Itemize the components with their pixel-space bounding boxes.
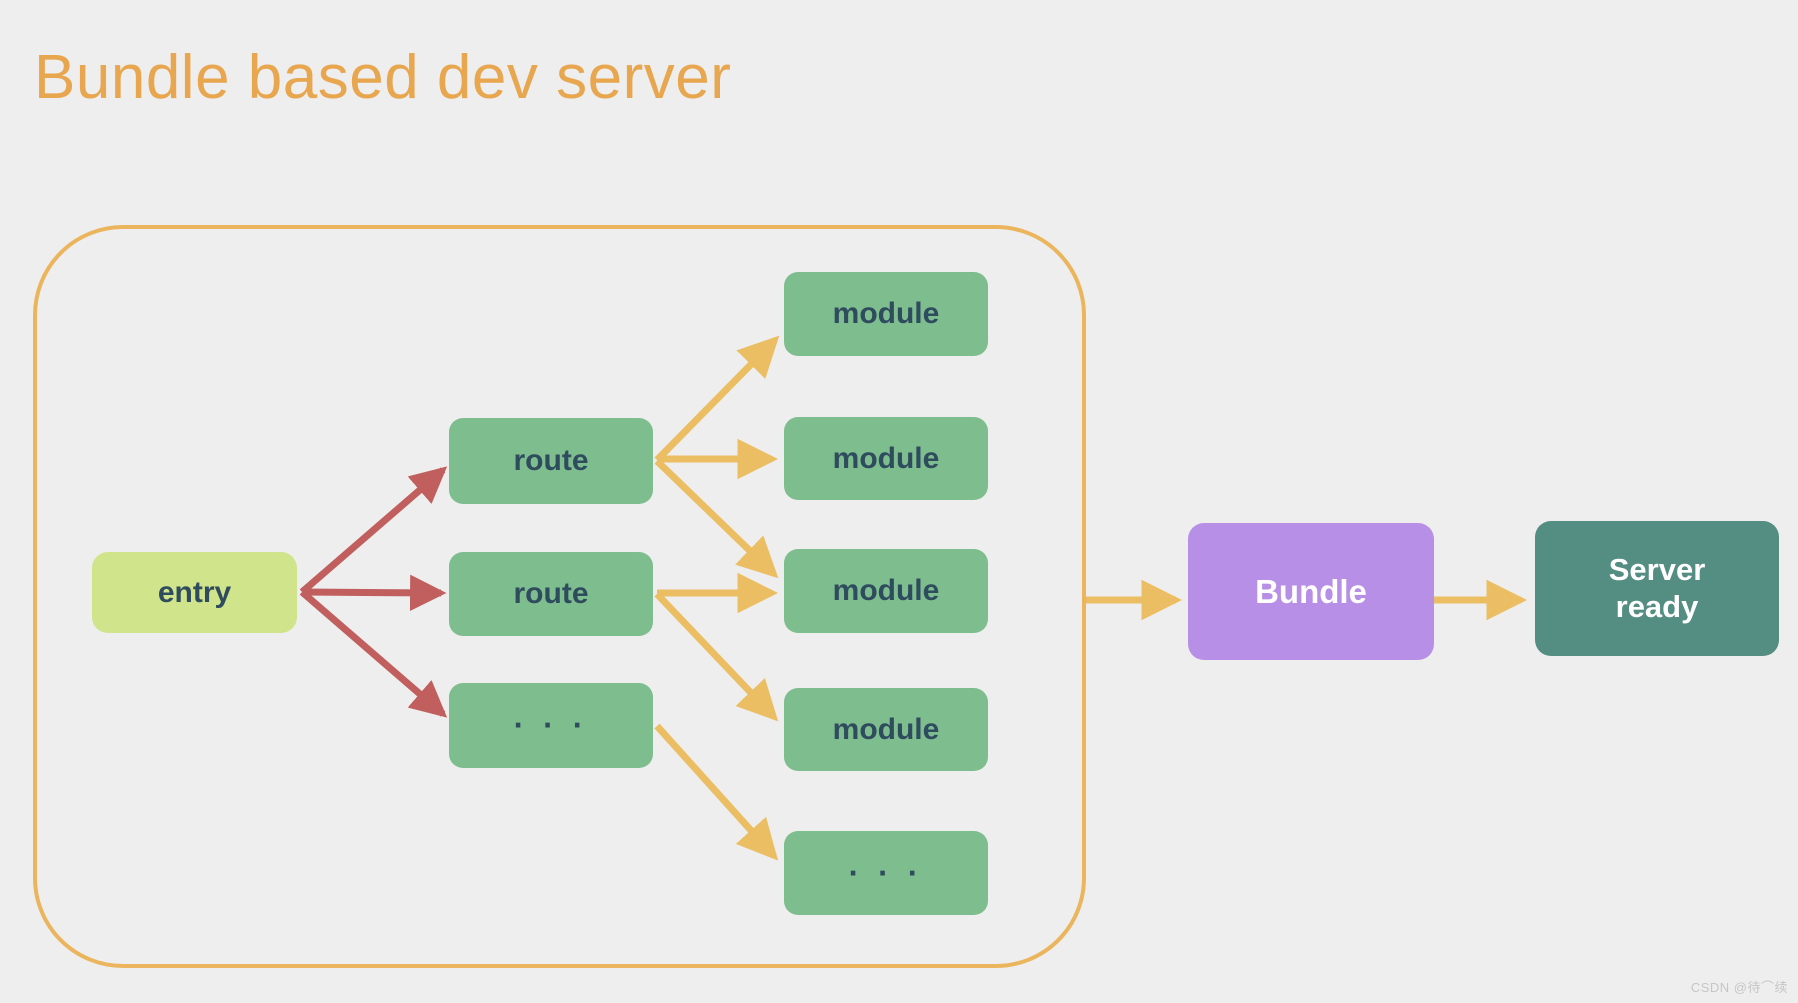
route-node-1: route — [449, 418, 653, 504]
modules-ellipsis-node: · · · — [784, 831, 988, 915]
module-node-2: module — [784, 417, 988, 500]
routes-ellipsis-node: · · · — [449, 683, 653, 768]
module-node-4: module — [784, 688, 988, 771]
module-node-1: module — [784, 272, 988, 356]
dev-server-scope-container — [33, 225, 1086, 968]
route-node-2: route — [449, 552, 653, 636]
server-ready-node: Server ready — [1535, 521, 1779, 656]
watermark: CSDN @待⌒续 — [1690, 980, 1788, 995]
diagram-title: Bundle based dev server — [34, 43, 732, 112]
bundle-node: Bundle — [1188, 523, 1434, 660]
entry-node: entry — [92, 552, 297, 633]
module-node-3: module — [784, 549, 988, 633]
